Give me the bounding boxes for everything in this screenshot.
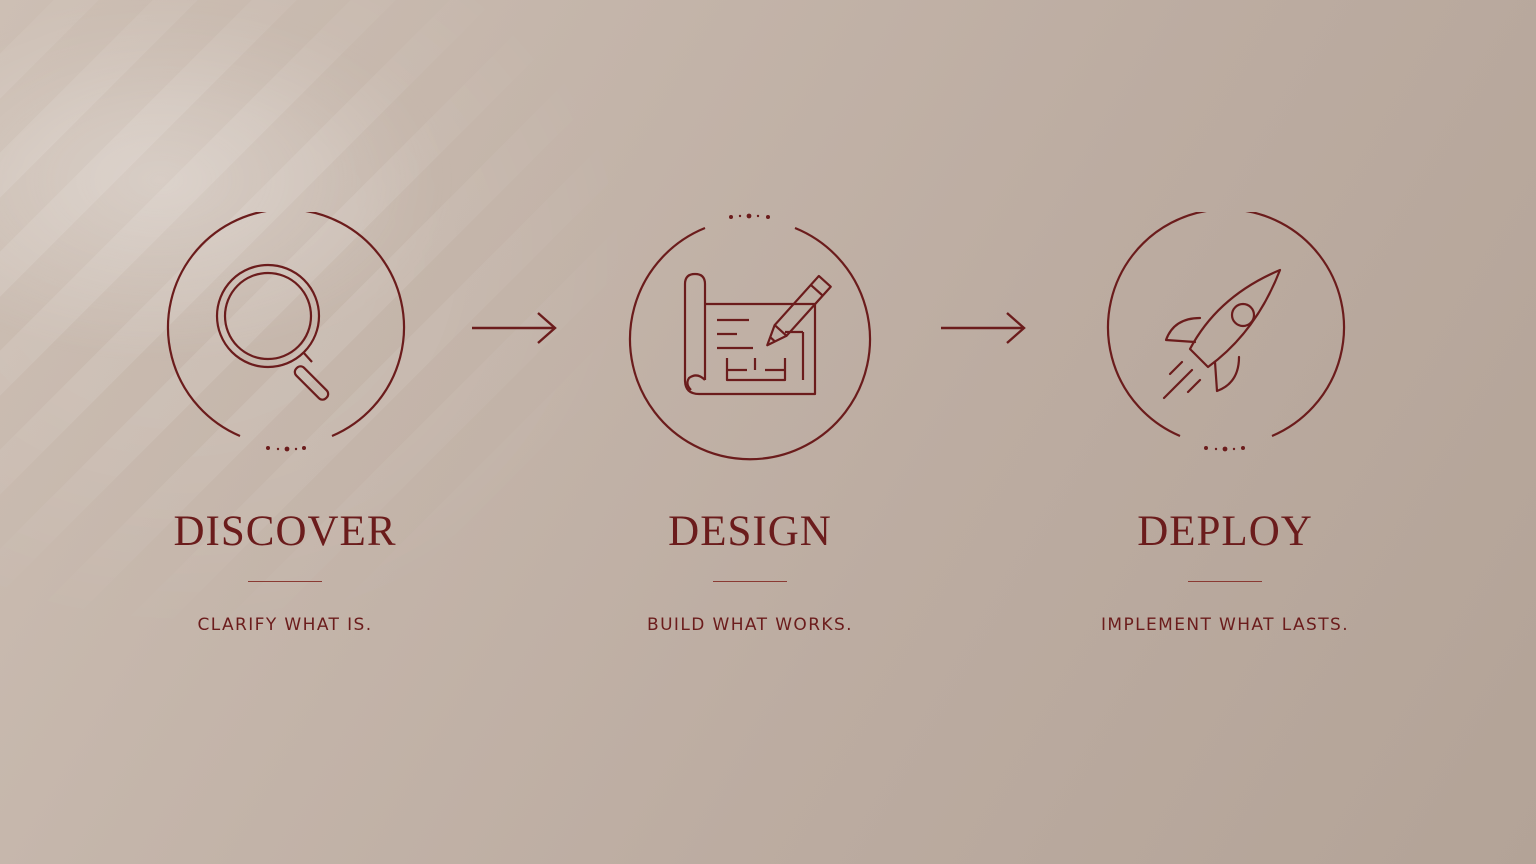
arrow-right-icon [941, 312, 1026, 344]
step-deploy: DEPLOY IMPLEMENT WHAT LASTS. [1015, 212, 1435, 635]
step-title: DEPLOY [1137, 508, 1313, 555]
step-subtitle: BUILD WHAT WORKS. [647, 615, 853, 635]
design-circle [628, 213, 872, 461]
rocket-icon [1162, 268, 1282, 400]
arrow-right-icon [472, 312, 557, 344]
step-subtitle: IMPLEMENT WHAT LASTS. [1100, 615, 1349, 635]
step-subtitle: CLARIFY WHAT IS. [197, 615, 373, 635]
discover-circle [166, 212, 406, 452]
divider [713, 581, 787, 582]
deploy-circle [1106, 212, 1346, 452]
blueprint-pencil-icon [683, 272, 832, 396]
divider [1188, 581, 1262, 582]
magnifying-glass-icon [215, 263, 330, 401]
step-title: DISCOVER [173, 508, 397, 555]
step-design: DESIGN BUILD WHAT WORKS. [540, 212, 960, 635]
step-discover: DISCOVER CLARIFY WHAT IS. [75, 212, 495, 635]
step-title: DESIGN [668, 508, 832, 555]
divider [248, 581, 322, 582]
